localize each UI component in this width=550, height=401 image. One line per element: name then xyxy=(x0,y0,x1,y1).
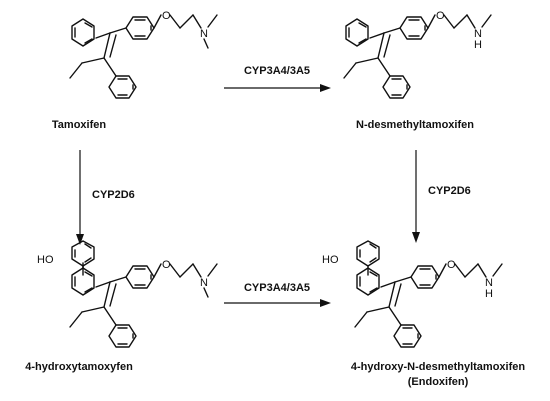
oxygen-atom: O xyxy=(162,10,171,22)
hydroxyl-group: HO xyxy=(322,254,339,266)
compound-name-tamoxifen: Tamoxifen xyxy=(52,119,106,131)
nitrogen-atom: N xyxy=(474,28,482,40)
oxygen-atom: O xyxy=(162,259,171,271)
enzyme-label-left: CYP2D6 xyxy=(92,189,135,201)
compound-subname-endoxifen: (Endoxifen) xyxy=(408,376,469,388)
endoxifen-structure: O N H xyxy=(354,240,503,348)
nitrogen-atom: N xyxy=(200,28,208,40)
nitrogen-atom: N xyxy=(200,277,208,289)
amine-hydrogen: H xyxy=(474,39,482,51)
compound-name-n-desmethyltamoxifen: N-desmethyltamoxifen xyxy=(356,119,474,131)
amine-hydrogen: H xyxy=(485,288,493,300)
oxygen-atom: O xyxy=(436,10,445,22)
compound-name-endoxifen: 4-hydroxy-N-desmethyltamoxifen xyxy=(351,361,525,373)
hydroxyl-group: HO xyxy=(37,254,54,266)
nitrogen-atom: N xyxy=(485,277,493,289)
reaction-arrow-top xyxy=(224,84,331,92)
tamoxifen-structure: O N xyxy=(69,10,218,99)
reaction-arrow-bottom xyxy=(224,299,331,307)
enzyme-label-right: CYP2D6 xyxy=(428,185,471,197)
reaction-arrow-left xyxy=(76,150,84,245)
enzyme-label-top: CYP3A4/3A5 xyxy=(244,65,310,77)
4-hydroxytamoxyfen-structure: O N xyxy=(69,240,218,348)
enzyme-label-bottom: CYP3A4/3A5 xyxy=(244,282,310,294)
n-desmethyltamoxifen-structure: O N H xyxy=(343,10,492,99)
compound-name-4-hydroxytamoxyfen: 4-hydroxytamoxyfen xyxy=(25,361,133,373)
reaction-arrow-right xyxy=(412,150,420,243)
oxygen-atom: O xyxy=(447,259,456,271)
